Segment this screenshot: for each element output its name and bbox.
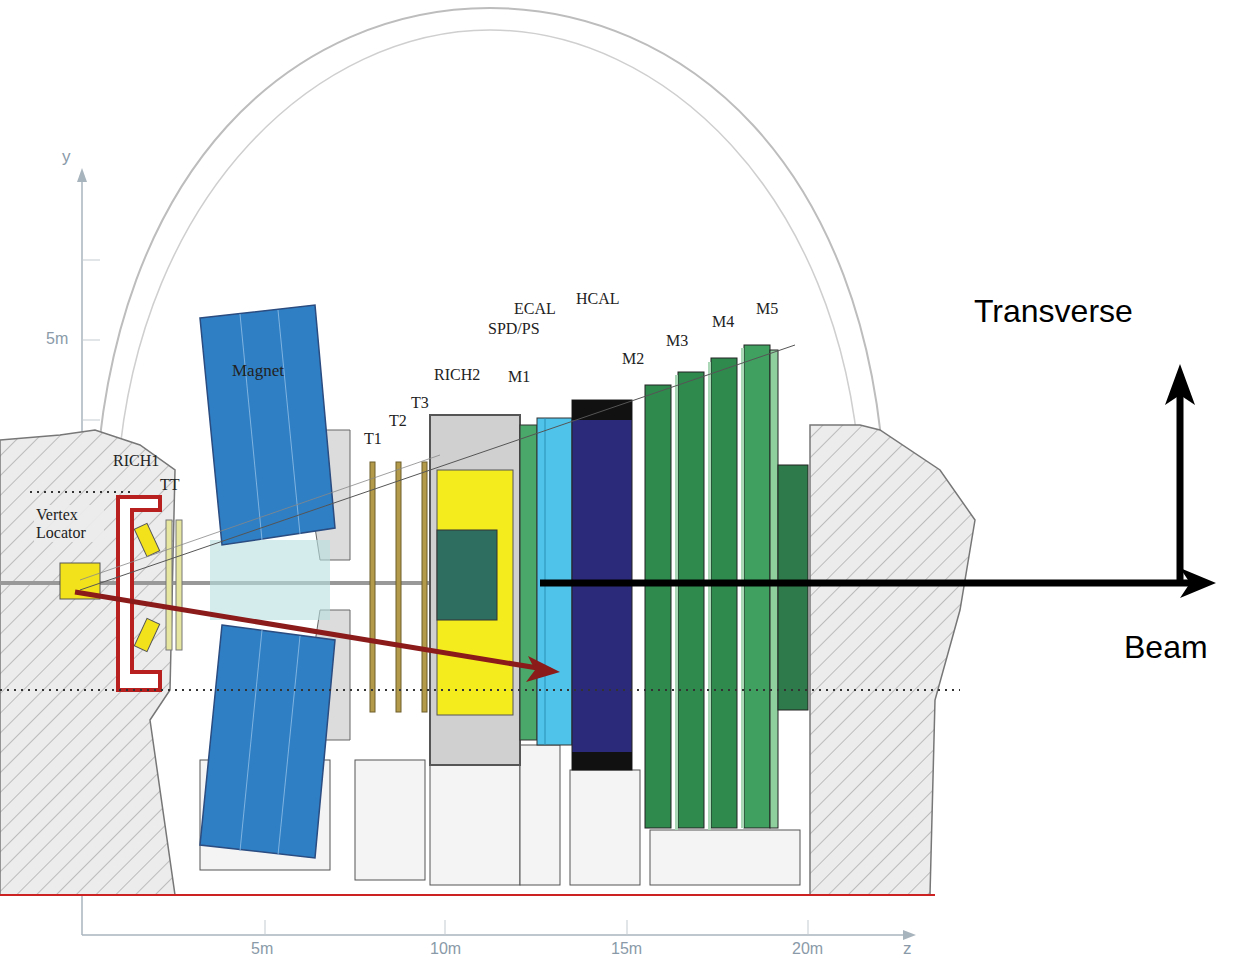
axis-label: y [62,148,71,167]
part-name: T3 [411,394,429,412]
axis-tick-label: 5m [46,330,68,348]
axis-tick-label: 20m [792,940,823,958]
part-name: RICH1 [113,452,159,470]
part-name: M3 [666,332,688,350]
part-name: M4 [712,313,734,331]
part-name: SPD/PS [488,320,540,338]
axis-tick-label: 10m [430,940,461,958]
axis-label: z [903,940,912,959]
part-name: TT [160,476,180,494]
part-name: ECAL [514,300,556,318]
part-name: M1 [508,368,530,386]
part-name: Magnet [232,362,284,381]
part-name: T2 [389,412,407,430]
axis-label: Transverse [974,294,1133,329]
part-name: M2 [622,350,644,368]
part-name: RICH2 [434,366,480,384]
axis-label: Beam [1124,630,1208,665]
part-name: T1 [364,430,382,448]
axis-tick-label: 5m [251,940,273,958]
part-name: Vertex Locator [34,505,104,542]
part-name: M5 [756,300,778,318]
axis-tick-label: 15m [611,940,642,958]
part-name: HCAL [576,290,620,308]
